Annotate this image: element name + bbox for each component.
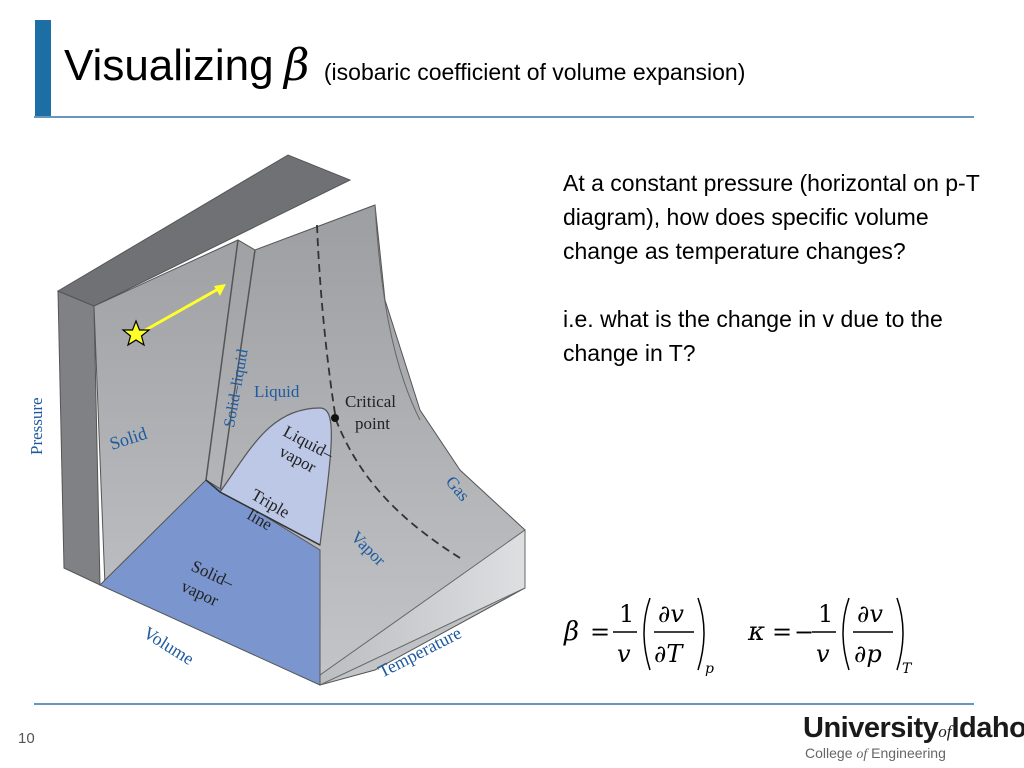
region-liquid-label: Liquid (254, 382, 300, 401)
logo-idaho: Idaho (951, 712, 1024, 744)
upper-isotherm (374, 204, 421, 421)
pressure-arrow (141, 286, 221, 334)
title-subtitle: (isobaric coefficient of volume expansio… (323, 59, 746, 85)
solid-liquid-boundary-left (205, 239, 239, 481)
kappa-dp: ∂p (854, 640, 882, 668)
formula-block: β = 1 v ∂v ∂T p κ = − 1 v ∂v ∂p T (563, 597, 913, 677)
kappa-subscript-T: T (902, 661, 913, 677)
kappa-v: v (816, 640, 830, 668)
kappa-minus: − (794, 618, 814, 646)
logo-university: University (803, 712, 939, 744)
triple-line (205, 479, 321, 546)
axis-pressure-label: Pressure (27, 397, 46, 455)
beta-subscript-p: p (705, 661, 714, 677)
arrow-head (214, 284, 226, 296)
critical-point-label-1: Critical (345, 392, 396, 411)
bottom-divider (34, 703, 974, 705)
beta-one: 1 (619, 600, 634, 628)
star-icon (121, 319, 151, 347)
beta-dT: ∂T (654, 640, 684, 668)
critical-point-label-2: point (355, 414, 390, 433)
kappa-paren-left (842, 597, 850, 671)
beta-paren-left (643, 597, 651, 671)
kappa-one: 1 (818, 600, 833, 628)
kappa-paren-right (896, 597, 904, 671)
kappa-equals: = (772, 618, 792, 646)
logo-engineering: Engineering (871, 745, 946, 761)
title-main: Visualizing (64, 41, 274, 90)
top-divider (34, 116, 974, 118)
logo-college-line: College of Engineering (805, 745, 1024, 763)
title-accent-bar (35, 20, 51, 118)
beta-equals: = (590, 618, 610, 646)
page-title: Visualizing β (isobaric coefficient of v… (64, 40, 745, 91)
critical-point-marker (331, 414, 339, 422)
explanation-text: At a constant pressure (horizontal on p-… (563, 166, 983, 370)
logo-of: of (938, 722, 952, 741)
solid-liquid-boundary-right (219, 249, 256, 493)
beta-symbol: β (563, 617, 579, 647)
kappa-dv: ∂v (857, 600, 883, 628)
title-beta-symbol: β (284, 40, 310, 91)
logo-sub-of: of (856, 747, 868, 762)
university-logo: UniversityofIdaho College of Engineering (803, 712, 1024, 763)
beta-dv: ∂v (658, 600, 684, 628)
page-number: 10 (18, 730, 35, 747)
logo-college: College (805, 745, 853, 761)
pvt-surface-diagram: Pressure Solid Solid–liquid Liquid Criti… (27, 154, 526, 686)
liquid-vapor-dome (219, 407, 332, 546)
beta-paren-right (697, 597, 705, 671)
axis-volume-label: Volume (140, 622, 198, 668)
kappa-symbol: κ (747, 617, 765, 647)
explanation-paragraph-1: At a constant pressure (horizontal on p-… (563, 170, 980, 264)
left-face (57, 290, 101, 586)
explanation-paragraph-2: i.e. what is the change in v due to the … (563, 306, 943, 366)
beta-v: v (617, 640, 631, 668)
top-edge (56, 154, 352, 307)
solid-vapor-region (99, 479, 321, 686)
